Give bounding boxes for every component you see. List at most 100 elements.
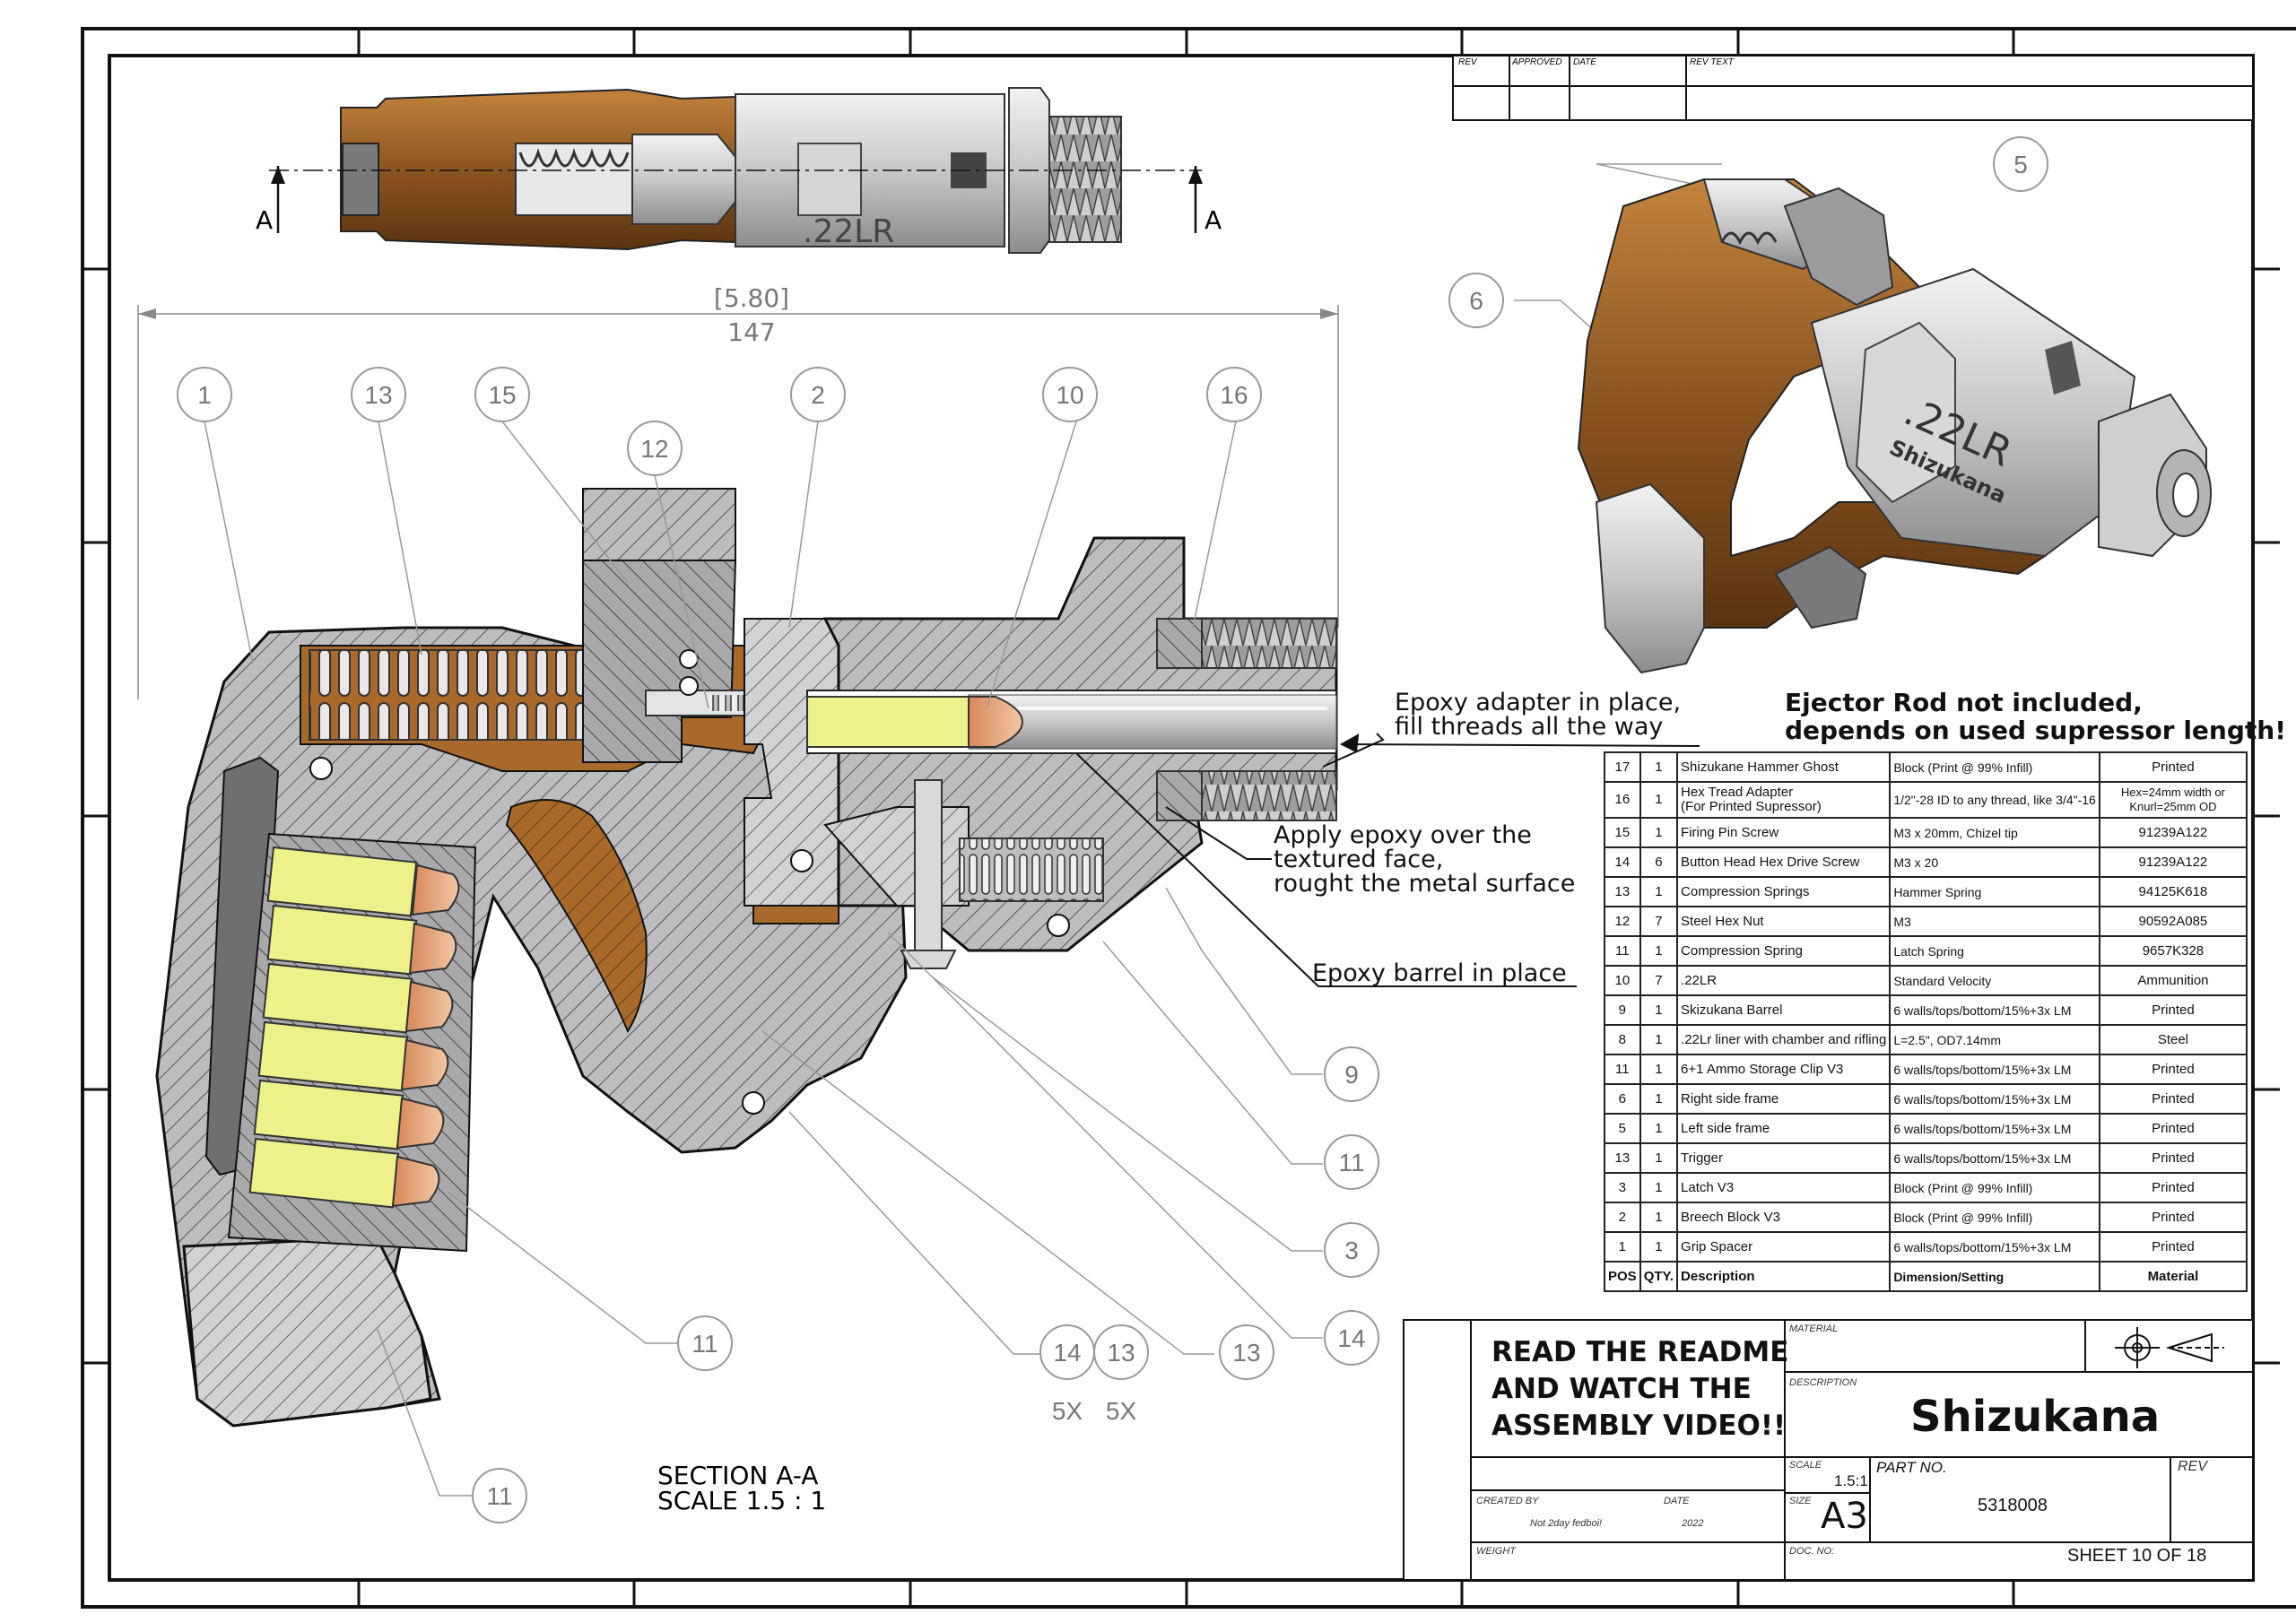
- material-label: MATERIAL: [1789, 1324, 1839, 1334]
- bom-cell-dimension: Dimension/Setting: [1889, 1261, 2100, 1292]
- bom-cell-description: Description: [1676, 1261, 1892, 1292]
- bom-cell-description: Right side frame: [1676, 1083, 1892, 1115]
- bom-cell-dimension: 6 walls/tops/bottom/15%+3x LM: [1889, 1083, 2100, 1115]
- bom-cell-qty: 1: [1639, 876, 1679, 907]
- rev-header: REV: [1458, 57, 1478, 67]
- top-view-marking: .22LR: [803, 213, 894, 250]
- bom-cell-dimension: Block (Print @ 99% Infill): [1889, 751, 2100, 783]
- bom-cell-description: 6+1 Ammo Storage Clip V3: [1676, 1054, 1892, 1085]
- bom-cell-material: Hex=24mm width or Knurl=25mm OD: [2098, 781, 2248, 819]
- top-view: .22LR A A: [256, 87, 1222, 254]
- bom-cell-description: Button Head Hex Drive Screw: [1676, 846, 1892, 878]
- cartridges: [248, 846, 460, 1209]
- section-label-line2: SCALE 1.5 : 1: [657, 1486, 826, 1515]
- readme-note: READ THE README AND WATCH THE ASSEMBLY V…: [1492, 1334, 1788, 1445]
- created-by-label: CREATED BY: [1476, 1496, 1539, 1506]
- svg-text:11: 11: [1338, 1149, 1364, 1176]
- bom-cell-qty: 1: [1639, 994, 1679, 1026]
- balloon: 13: [1219, 1324, 1274, 1380]
- bom-cell-material: Printed: [2098, 1202, 2248, 1233]
- bom-cell-pos: 3: [1604, 1172, 1641, 1203]
- note-line: fill threads all the way: [1395, 713, 1664, 741]
- iso-view: .22LR Shizukana: [1577, 178, 2212, 674]
- part-no-label: PART NO.: [1876, 1459, 1947, 1476]
- inner-border: [108, 54, 2255, 1582]
- svg-text:14: 14: [1053, 1339, 1081, 1367]
- bom-cell-material: Printed: [2098, 1083, 2248, 1115]
- bom-cell-material: Material: [2098, 1261, 2248, 1292]
- bom-cell-material: Printed: [2098, 994, 2248, 1026]
- bom-cell-qty: 7: [1639, 965, 1679, 996]
- bom-cell-pos: 5: [1604, 1113, 1641, 1144]
- balloons: 1 13 15 12 2 10 16 5 6 9 11 3 14 13 14 1…: [177, 136, 2048, 1523]
- bom-cell-pos: 2: [1604, 1202, 1641, 1233]
- date-header: DATE: [1573, 57, 1596, 67]
- bom-cell-description: Skizukana Barrel: [1676, 994, 1892, 1026]
- note-line: Apply epoxy over the: [1274, 821, 1532, 849]
- balloon: 11: [677, 1315, 733, 1371]
- bom-cell-material: Steel: [2098, 1024, 2248, 1055]
- bom-cell-pos: 13: [1604, 1142, 1641, 1174]
- svg-text:12: 12: [640, 435, 668, 463]
- section-mark-left: A: [256, 205, 273, 235]
- svg-text:16: 16: [1220, 381, 1248, 409]
- bom-cell-qty: 1: [1639, 1231, 1679, 1263]
- bom-cell-dimension: L=2.5", OD7.14mm: [1889, 1024, 2100, 1055]
- svg-text:15: 15: [488, 381, 516, 409]
- bom-cell-qty: 1: [1639, 1202, 1679, 1233]
- balloon: 3: [1324, 1222, 1379, 1278]
- balloon: 6: [1448, 273, 1504, 328]
- description-label: DESCRIPTION: [1789, 1377, 1857, 1388]
- bom-cell-dimension: Latch Spring: [1889, 935, 2100, 967]
- note-epoxy-barrel: Epoxy barrel in place: [1312, 959, 1567, 987]
- bom-cell-pos: 17: [1604, 751, 1641, 783]
- bom-cell-qty: 1: [1639, 1054, 1679, 1085]
- balloon: 16: [1206, 367, 1262, 422]
- revision-block: REV APPROVED DATE REV TEXT: [1452, 55, 2254, 121]
- bom-cell-qty: 1: [1639, 1142, 1679, 1174]
- svg-text:11: 11: [486, 1482, 512, 1510]
- balloon: 1: [177, 367, 232, 422]
- svg-text:10: 10: [1056, 381, 1083, 409]
- bom-cell-material: Printed: [2098, 751, 2248, 783]
- balloon: 13: [1093, 1324, 1149, 1380]
- bom-cell-dimension: 6 walls/tops/bottom/15%+3x LM: [1889, 1142, 2100, 1174]
- projection-symbol: [2115, 1327, 2224, 1368]
- balloon: 15: [474, 367, 530, 422]
- svg-text:5: 5: [2013, 151, 2028, 178]
- bom-cell-dimension: Block (Print @ 99% Infill): [1889, 1172, 2100, 1203]
- bom-cell-dimension: Standard Velocity: [1889, 965, 2100, 996]
- bom-cell-dimension: 6 walls/tops/bottom/15%+3x LM: [1889, 1113, 2100, 1144]
- multiplier: 5X: [1106, 1397, 1137, 1425]
- bom-cell-material: Printed: [2098, 1142, 2248, 1174]
- readme-line: AND WATCH THE: [1492, 1373, 1752, 1405]
- bom-cell-dimension: 1/2"-28 ID to any thread, like 3/4"-16: [1889, 781, 2100, 819]
- multiplier: 5X: [1052, 1397, 1083, 1425]
- note-line: Ejector Rod not included,: [1785, 688, 2143, 717]
- readme-line: ASSEMBLY VIDEO!!: [1492, 1410, 1787, 1442]
- leader-lines: [204, 163, 1759, 1497]
- approved-header: APPROVED: [1511, 57, 1562, 67]
- bom-cell-dimension: 6 walls/tops/bottom/15%+3x LM: [1889, 994, 2100, 1026]
- bom-cell-pos: 12: [1604, 906, 1641, 937]
- bom-cell-description: Compression Springs: [1676, 876, 1892, 907]
- balloon: 13: [351, 367, 406, 422]
- bom-cell-qty: 1: [1639, 817, 1679, 848]
- balloon: 5: [1993, 136, 2048, 192]
- bom-cell-material: 94125K618: [2098, 876, 2248, 907]
- created-by-value: Not 2day fedboi!: [1530, 1518, 1603, 1529]
- title-block-frame: [1403, 1319, 2254, 1581]
- balloon: 14: [1039, 1324, 1095, 1380]
- bom-cell-qty: 1: [1639, 1113, 1679, 1144]
- bom-cell-description: Left side frame: [1676, 1113, 1892, 1144]
- bom-cell-dimension: 6 walls/tops/bottom/15%+3x LM: [1889, 1231, 2100, 1263]
